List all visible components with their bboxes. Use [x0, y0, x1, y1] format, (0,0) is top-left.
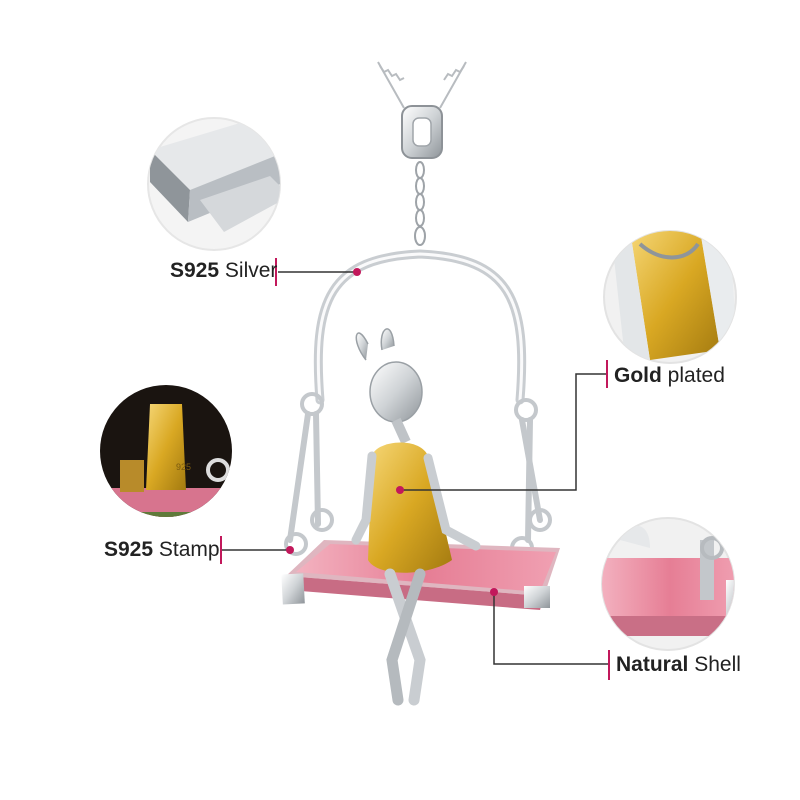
pendant-chain-links: [414, 161, 426, 246]
shell-inset: [601, 517, 735, 651]
shell-label-tick: [608, 650, 610, 680]
callout-leaders: [222, 271, 608, 665]
necklace-chain: [377, 61, 467, 109]
stamp-label-bold: S925: [104, 538, 154, 561]
shell-label-light: Shell: [694, 653, 741, 676]
silver-label-light: Silver: [224, 259, 278, 282]
silver-label-tick: [275, 258, 277, 286]
silver-label-bold: S925: [170, 259, 220, 282]
silver-callout-label: S925 Silver: [170, 259, 277, 283]
stamp-callout-label: S925 Stamp: [104, 538, 220, 562]
shell-callout-label: Natural Shell: [616, 653, 741, 677]
gold-callout-label: Gold plated: [614, 364, 725, 388]
shell-label-bold: Natural: [616, 653, 689, 676]
swing-arch: [313, 249, 527, 405]
gold-label-tick: [606, 360, 608, 388]
gold-inset: [603, 230, 737, 364]
stamp-mark-text: 925: [176, 462, 191, 472]
gold-label-bold: Gold: [614, 364, 662, 387]
callout-dots: [286, 268, 498, 596]
gold-label-light: plated: [667, 364, 725, 387]
stamp-label-tick: [220, 536, 222, 564]
stamp-label-light: Stamp: [158, 538, 220, 561]
pendant-bail: [401, 105, 443, 159]
rabbit-figure: [351, 328, 481, 706]
stamp-inset: 925: [100, 385, 232, 517]
silver-bar-inset: [147, 117, 281, 251]
